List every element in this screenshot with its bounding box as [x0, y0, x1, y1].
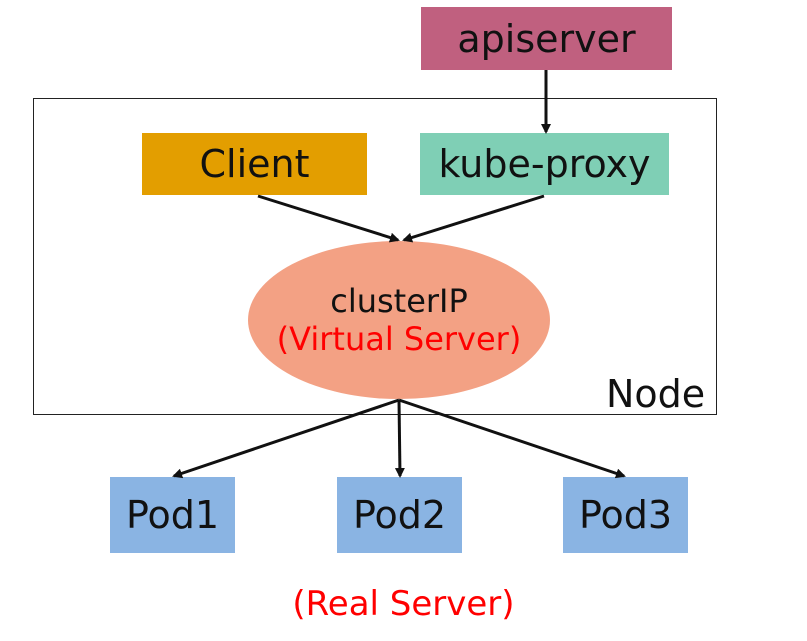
virtual-server-label: (Virtual Server): [276, 320, 522, 358]
node-label: Node: [606, 372, 706, 416]
cluster-ip-label: clusterIP: [330, 281, 468, 320]
pod1-box: Pod1: [110, 477, 235, 553]
client-box: Client: [142, 133, 367, 195]
real-server-label: (Real Server): [292, 584, 515, 624]
cluster-ip-ellipse: clusterIP (Virtual Server): [248, 241, 550, 399]
apiserver-box: apiserver: [421, 7, 672, 70]
pod3-box: Pod3: [563, 477, 688, 553]
kube-proxy-box: kube-proxy: [420, 133, 669, 195]
pod2-box: Pod2: [337, 477, 462, 553]
